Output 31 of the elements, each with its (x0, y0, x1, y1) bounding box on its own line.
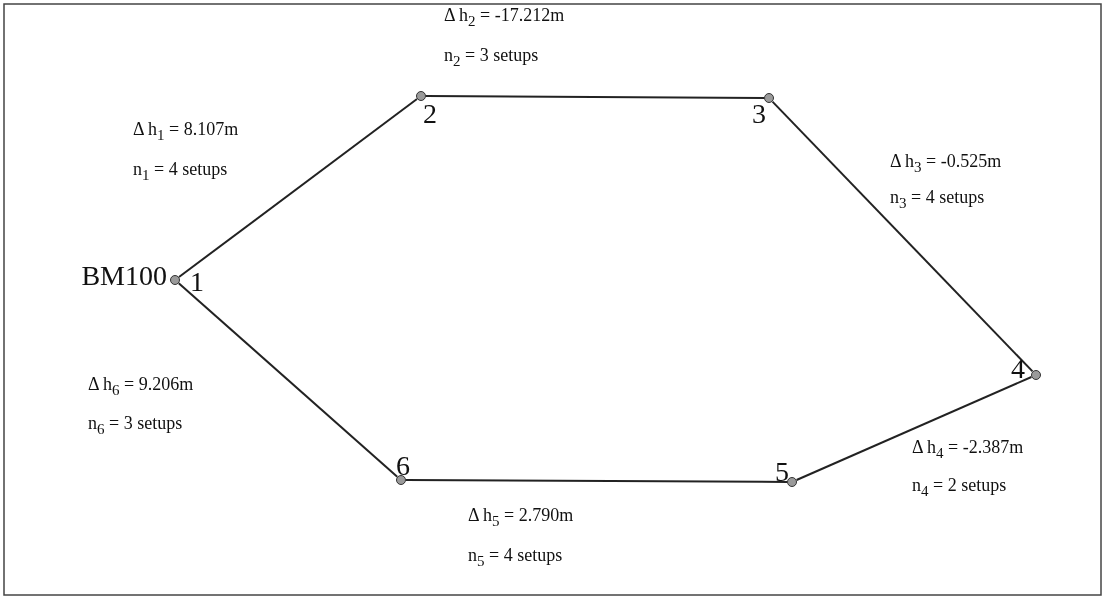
height-difference-label: Δ h$_{5}$ = 2.790m (468, 506, 574, 530)
survey-point (170, 275, 180, 285)
traverse-line (795, 376, 1033, 481)
survey-point (787, 477, 797, 487)
setup-count-label: n$_{1}$ = 4 setups (133, 160, 228, 184)
survey-point (1031, 370, 1041, 380)
setup-count-label: n$_{2}$ = 3 setups (444, 46, 539, 70)
point-number: 3 (752, 100, 766, 128)
setup-count-label: n$_{6}$ = 3 setups (88, 414, 183, 438)
height-difference-label: Δ h$_{6}$ = 9.206m (88, 375, 194, 399)
height-difference-label: Δ h$_{2}$ = -17.212m (444, 6, 565, 30)
survey-point (396, 475, 406, 485)
traverse-line (405, 479, 788, 483)
setup-count-label: n$_{3}$ = 4 setups (890, 188, 985, 212)
benchmark-label: BM100 (81, 262, 167, 290)
height-difference-label: Δ h$_{4}$ = -2.387m (912, 438, 1024, 462)
traverse-line (178, 98, 418, 278)
point-number: 6 (396, 452, 410, 480)
point-number: 4 (1011, 355, 1025, 383)
setup-count-label: n$_{5}$ = 4 setups (468, 546, 563, 570)
traverse-line (177, 282, 399, 478)
survey-point (764, 93, 774, 103)
traverse-line (771, 100, 1034, 373)
point-number: 1 (190, 268, 204, 296)
height-difference-label: Δ h$_{3}$ = -0.525m (890, 152, 1002, 176)
traverse-line (425, 95, 765, 99)
height-difference-label: Δ h$_{1}$ = 8.107m (133, 120, 239, 144)
point-number: 5 (775, 458, 789, 486)
point-number: 2 (423, 100, 437, 128)
setup-count-label: n$_{4}$ = 2 setups (912, 476, 1007, 500)
survey-point (416, 91, 426, 101)
